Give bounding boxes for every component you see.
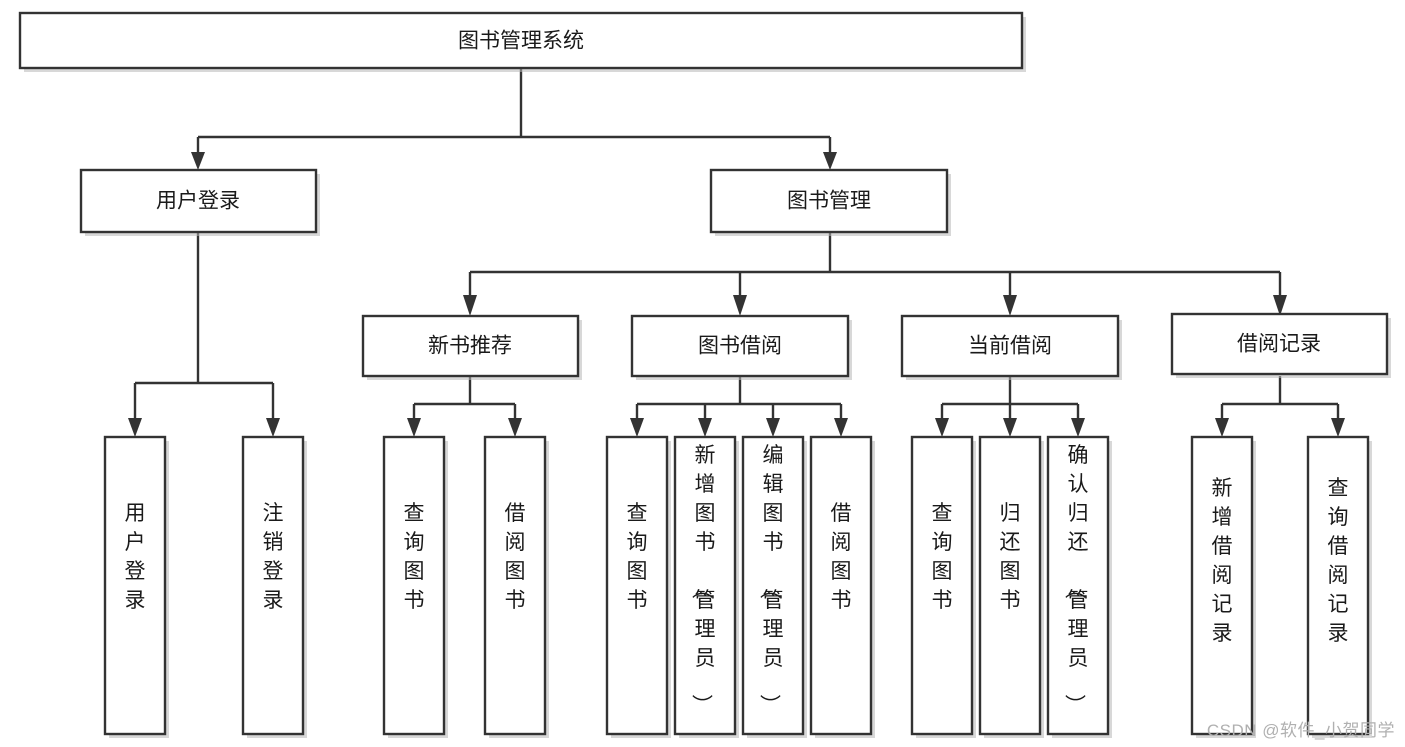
arrow-head-book-borrow: [733, 295, 747, 316]
leaf-current-return-book[interactable]: 归还图书: [978, 435, 1044, 738]
leaf-logout-label: 注销登录: [263, 502, 284, 612]
arrow-head-current-leaf-1: [935, 418, 949, 437]
leaf-current-query-book-label: 查询图书: [932, 502, 953, 612]
leaf-user-login-rect: [103, 435, 167, 736]
leaf-current-confirm-return[interactable]: 确认归还（管理员）: [1046, 435, 1112, 738]
arrow-head-leaf-logout: [266, 418, 280, 437]
leaf-record-query-record-label: 查询借阅记录: [1328, 477, 1349, 645]
node-book-management-rect: [709, 168, 949, 234]
arrow-head-record-leaf-2: [1331, 418, 1345, 437]
arrow-head-borrow-leaf-2: [698, 418, 712, 437]
leaf-user-login[interactable]: 用户登录: [103, 435, 169, 738]
leaf-borrow-add-book-rect: [673, 435, 737, 736]
node-root-rect: [18, 11, 1024, 70]
leaf-borrow-borrow-book-label: 借阅图书: [831, 502, 852, 612]
node-book-borrow[interactable]: 图书借阅: [630, 314, 852, 380]
leaf-record-add-record[interactable]: 新增借阅记录: [1190, 435, 1256, 738]
leaf-record-add-record-rect: [1190, 435, 1254, 736]
leaf-logout-rect: [241, 435, 305, 736]
leaf-recommend-query-book-rect: [382, 435, 446, 736]
node-borrow-record-label: 借阅记录: [1237, 333, 1321, 356]
leaf-borrow-borrow-book[interactable]: 借阅图书: [809, 435, 875, 738]
node-book-borrow-rect: [630, 314, 850, 378]
leaf-recommend-borrow-book[interactable]: 借阅图书: [483, 435, 549, 738]
node-book-borrow-label: 图书借阅: [698, 335, 782, 358]
leaf-current-return-book-label: 归还图书: [1000, 502, 1021, 612]
node-current-borrow[interactable]: 当前借阅: [900, 314, 1122, 380]
leaf-current-confirm-return-rect: [1046, 435, 1110, 736]
node-current-borrow-label: 当前借阅: [968, 335, 1052, 358]
leaf-borrow-query-book-rect: [605, 435, 669, 736]
leaf-current-query-book-rect: [910, 435, 974, 736]
node-user-login[interactable]: 用户登录: [79, 168, 320, 236]
node-borrow-record-rect: [1170, 312, 1389, 376]
leaf-recommend-query-book-label: 查询图书: [404, 502, 425, 612]
arrow-head-borrow-record: [1273, 295, 1287, 316]
node-new-book-recommend-label: 新书推荐: [428, 335, 512, 358]
leaf-borrow-query-book-label: 查询图书: [627, 502, 648, 612]
node-borrow-record[interactable]: 借阅记录: [1170, 312, 1391, 378]
arrow-head-current-leaf-3: [1071, 418, 1085, 437]
leaf-current-query-book[interactable]: 查询图书: [910, 435, 976, 738]
leaf-borrow-add-book-label: 新增图书（管理员）: [690, 444, 716, 715]
node-book-management[interactable]: 图书管理: [709, 168, 951, 236]
leaf-current-return-book-rect: [978, 435, 1042, 736]
leaf-recommend-query-book[interactable]: 查询图书: [382, 435, 448, 738]
leaf-borrow-edit-book-rect: [741, 435, 805, 736]
leaf-borrow-add-book[interactable]: 新增图书（管理员）: [673, 435, 739, 738]
leaf-borrow-edit-book-label: 编辑图书（管理员）: [758, 444, 784, 715]
leaf-user-login-label: 用户登录: [125, 502, 146, 612]
arrow-head-recommend-leaf-1: [407, 418, 421, 437]
leaf-borrow-edit-book[interactable]: 编辑图书（管理员）: [741, 435, 807, 738]
leaf-recommend-borrow-book-rect: [483, 435, 547, 736]
node-root-label: 图书管理系统: [458, 30, 584, 53]
arrow-head-new-book-recommend: [463, 295, 477, 316]
node-new-book-recommend[interactable]: 新书推荐: [361, 314, 582, 380]
csdn-watermark: CSDN @软件_小贺同学: [1206, 721, 1395, 740]
leaf-record-add-record-label: 新增借阅记录: [1212, 477, 1233, 645]
arrow-head-current-leaf-2: [1003, 418, 1017, 437]
arrow-head-borrow-leaf-1: [630, 418, 644, 437]
arrow-head-record-leaf-1: [1215, 418, 1229, 437]
arrow-head-book-mgmt: [823, 152, 837, 170]
node-current-borrow-rect: [900, 314, 1120, 378]
leaf-recommend-borrow-book-label: 借阅图书: [505, 502, 526, 612]
connector-layer: [128, 68, 1345, 437]
node-new-book-recommend-rect: [361, 314, 580, 378]
leaf-borrow-borrow-book-rect: [809, 435, 873, 736]
node-user-login-rect: [79, 168, 318, 234]
leaf-record-query-record[interactable]: 查询借阅记录: [1306, 435, 1372, 738]
node-user-login-label: 用户登录: [156, 190, 240, 213]
leaf-borrow-query-book[interactable]: 查询图书: [605, 435, 671, 738]
leaf-logout[interactable]: 注销登录: [241, 435, 307, 738]
arrow-head-recommend-leaf-2: [508, 418, 522, 437]
arrow-head-borrow-leaf-3: [766, 418, 780, 437]
arrow-head-leaf-user-login: [128, 418, 142, 437]
arrow-head-user-login: [191, 152, 205, 170]
node-book-management-label: 图书管理: [787, 190, 871, 213]
arrow-head-borrow-leaf-4: [834, 418, 848, 437]
leaf-current-confirm-return-label: 确认归还（管理员）: [1063, 444, 1089, 715]
node-root-system[interactable]: 图书管理系统: [18, 11, 1026, 72]
arrow-head-current-borrow: [1003, 295, 1017, 316]
leaf-record-query-record-rect: [1306, 435, 1370, 736]
